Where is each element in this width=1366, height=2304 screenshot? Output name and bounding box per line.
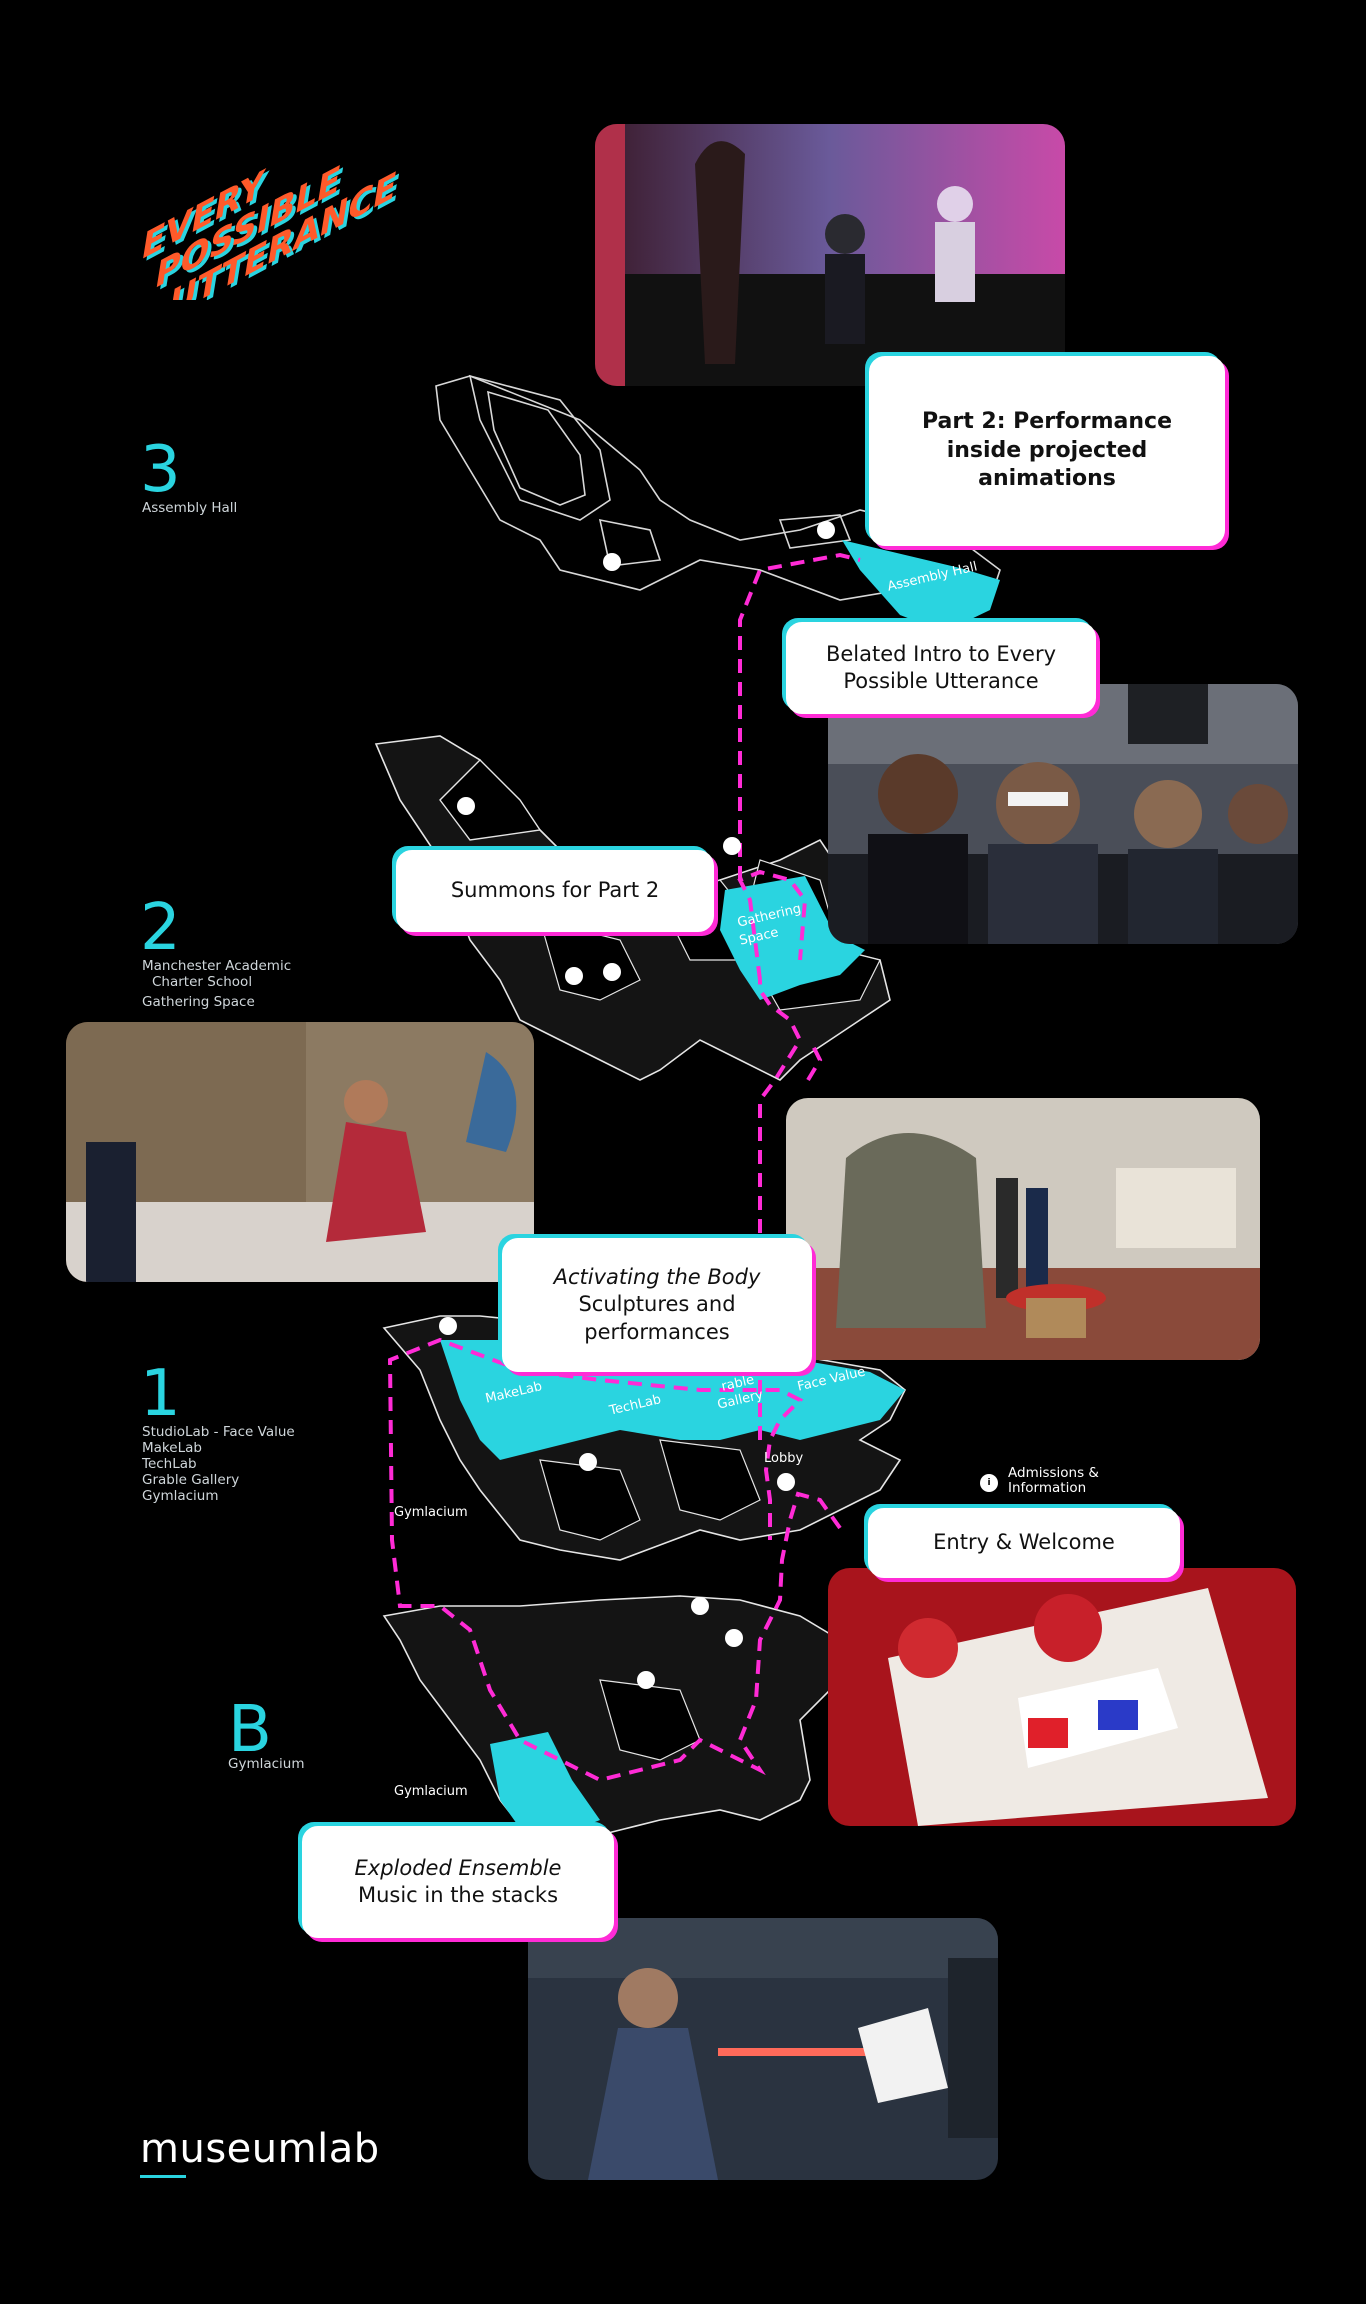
level-2-number: 2 [140, 891, 181, 965]
callout-belated-line-2: Possible Utterance [843, 669, 1039, 693]
admissions-label: Admissions & Information [1008, 1466, 1099, 1496]
level-1-number: 1 [140, 1357, 181, 1431]
gymlacium-b-room [490, 1732, 600, 1836]
callout-activating-line-1: Sculptures and [578, 1292, 736, 1317]
level-1-area-3: TechLab [142, 1456, 197, 1472]
callout-summons-line-1: Summons for Part 2 [450, 878, 660, 903]
level-2-area-2: Charter School [152, 974, 253, 990]
callout-exploded-ensemble: Exploded Ensemble Music in the stacks [302, 1826, 614, 1938]
callout-part-2-performance: Part 2: Performance inside projected ani… [869, 356, 1225, 546]
callout-activating-the-body: Activating the Body Sculptures and perfo… [502, 1238, 812, 1372]
museumlab-logo: museumlab [140, 2126, 380, 2178]
every-possible-utterance-logo: EVERY EVERY POSSIBLE POSSIBLE UTTERANCE … [139, 156, 404, 300]
callout-part2-line-1: Part 2: Performance [922, 409, 1172, 435]
callout-belated-line-1: Belated Intro to Every [825, 641, 1057, 666]
photo-audience-3d-glasses [828, 684, 1298, 944]
callout-summons-part-2: Summons for Part 2 [396, 850, 714, 932]
level-b-floorplan [382, 1595, 841, 1841]
admissions-label-2: Information [1008, 1480, 1087, 1496]
callout-exploded-line-1: Music in the stacks [357, 1883, 559, 1907]
callout-part2-line-2: inside projected [946, 437, 1148, 463]
gymlacium-level-1-label: Gymlacium [394, 1505, 468, 1520]
info-icon: i [980, 1474, 998, 1492]
photo-programs-3d-glasses [828, 1568, 1296, 1826]
callout-exploded-title: Exploded Ensemble [354, 1855, 562, 1880]
level-2-area-1: Manchester Academic [142, 958, 292, 974]
level-1-area-4: Grable Gallery [142, 1472, 240, 1488]
level-2-area-3: Gathering Space [142, 994, 255, 1010]
level-b-areas: Gymlacium [228, 1756, 305, 1772]
photo-sculpture-gallery [786, 1098, 1260, 1360]
level-b-number: B [228, 1693, 272, 1767]
level-b-area-1: Gymlacium [228, 1756, 305, 1772]
callout-part2-line-3: animations [978, 466, 1116, 492]
visitor-path [387, 552, 861, 1783]
level-3-number: 3 [140, 433, 181, 507]
callout-entry-line-1: Entry & Welcome [933, 1530, 1115, 1555]
facility-icons [439, 521, 835, 1689]
callout-entry-welcome: Entry & Welcome [868, 1508, 1180, 1578]
level-3-area-1: Assembly Hall [142, 500, 238, 516]
gymlacium-level-b-label: Gymlacium [394, 1784, 468, 1799]
callout-activating-title: Activating the Body [553, 1265, 761, 1290]
level-3-areas: Assembly Hall [142, 500, 237, 516]
callout-activating-line-2: performances [584, 1319, 730, 1344]
photo-exploded-ensemble [528, 1918, 998, 2180]
level-1-area-5: Gymlacium [142, 1488, 219, 1504]
callout-belated-intro: Belated Intro to Every Possible Utteranc… [786, 622, 1096, 714]
photo-performer-on-floor [66, 1022, 534, 1282]
museumlab-logo-underline [140, 2175, 186, 2178]
photo-harp-performance [595, 124, 1065, 386]
museumlab-logo-part-2: lab [317, 2126, 380, 2172]
level-1-area-1: StudioLab - Face Value [142, 1424, 295, 1440]
level-1-areas: StudioLab - Face Value MakeLab TechLab G… [142, 1424, 295, 1504]
assembly-hall-room [842, 540, 1000, 632]
museumlab-logo-part-1: museum [140, 2126, 318, 2172]
admissions-label-1: Admissions & [1008, 1465, 1099, 1481]
level-2-areas: Manchester Academic Charter School Gathe… [142, 958, 291, 1010]
lobby-label: Lobby [764, 1451, 804, 1466]
gathering-space-room [720, 876, 865, 1000]
level-1-area-2: MakeLab [142, 1440, 202, 1456]
